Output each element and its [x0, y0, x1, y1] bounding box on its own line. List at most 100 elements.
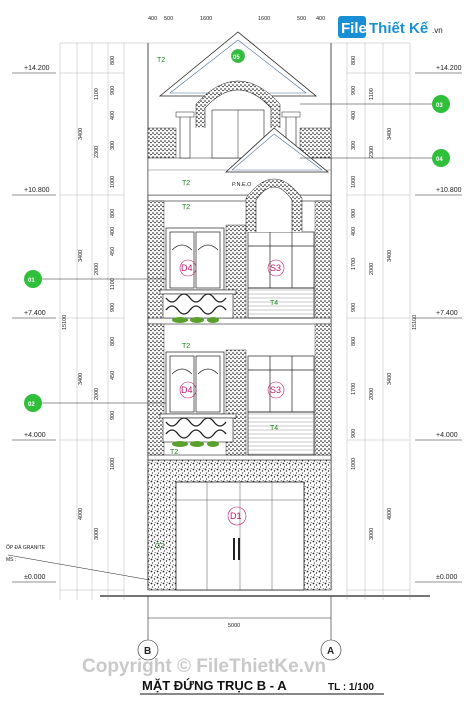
dim-left-outer-1: 3400 — [78, 128, 84, 140]
dim-left-inner-3: 2000 — [94, 263, 100, 275]
filethietke-logo: File Thiết Kế .vn — [338, 16, 443, 38]
dim-c3-3: 400 — [110, 111, 116, 120]
callout-bubbles: 01 02 03 04 05 — [24, 50, 450, 412]
dim-r1-3: 400 — [351, 111, 357, 120]
dim-r1-10: 800 — [351, 337, 357, 346]
level-right-1: +14.200 — [436, 65, 462, 72]
tag-t2-roof: T2 — [157, 57, 165, 64]
dim-left-inner-4: 2000 — [94, 388, 100, 400]
top-dimensions: 400 500 1600 1600 500 400 — [148, 16, 325, 22]
tag-t2-floor1: T2 — [170, 449, 178, 456]
level-labels: +14.200 +10.800 +7.400 +4.000 ±0.000 +14… — [24, 65, 462, 581]
dim-r1-2: 900 — [351, 86, 357, 95]
bubble-4: 04 — [436, 157, 443, 163]
level-right-2: +10.800 — [436, 187, 462, 194]
dim-r3-1: 3400 — [387, 128, 393, 140]
dim-left-total: 15100 — [62, 315, 68, 330]
dim-c3-2: 900 — [110, 86, 116, 95]
dim-c3-14: 1000 — [110, 458, 116, 470]
window-d4-floor2 — [165, 351, 225, 415]
note-granite: ỐP ĐÁ GRANITE — [6, 544, 46, 551]
dim-c3-9: 1100 — [110, 278, 116, 290]
bubble-3: 03 — [436, 103, 443, 109]
dim-top-5: 500 — [297, 16, 306, 22]
dim-left-outer-4: 4000 — [78, 508, 84, 520]
dim-r2-3: 2000 — [369, 263, 375, 275]
right-col1-dims: 800 900 400 300 1000 900 400 1700 900 80… — [351, 56, 357, 470]
garage-door — [175, 481, 305, 591]
dim-r3-4: 4000 — [387, 508, 393, 520]
axis-left-label: B — [144, 646, 151, 657]
dim-top-6: 400 — [316, 16, 325, 22]
axis-right-label: A — [327, 646, 334, 657]
dim-c3-11: 800 — [110, 337, 116, 346]
label-d4-floor3: D4 — [181, 263, 193, 273]
bubble-2: 02 — [28, 402, 35, 408]
dim-r2-1: 1100 — [369, 88, 375, 100]
balcony-floor3 — [159, 289, 237, 323]
dim-top-1: 400 — [148, 16, 157, 22]
tag-t2-floor2: T2 — [182, 343, 190, 350]
grid-lines — [59, 42, 411, 600]
dim-r1-1: 800 — [351, 56, 357, 65]
dim-r1-5: 1000 — [351, 176, 357, 188]
sign-label: P.N.E.O — [232, 182, 252, 188]
dim-r1-12: 900 — [351, 429, 357, 438]
level-markers — [12, 72, 462, 583]
dim-r2-2: 2300 — [369, 146, 375, 158]
tag-t2-floor4: T2 — [182, 180, 190, 187]
room-tags: T2 T2 T2 T2 T2 T4 T4 G2 P.N.E.O — [155, 57, 278, 550]
dim-c3-4: 300 — [110, 141, 116, 150]
level-right-5: ±0.000 — [436, 574, 457, 581]
left-col3-dims: 800 900 400 300 1000 800 400 450 1100 90… — [110, 56, 116, 470]
note-ms: MS : — [6, 557, 16, 563]
copyright-watermark: Copyright © FileThietKe.vn — [82, 656, 326, 677]
label-s3-floor2: S3 — [270, 385, 281, 395]
dim-left-inner-2: 2300 — [94, 146, 100, 158]
dim-r2-5: 3000 — [369, 528, 375, 540]
tag-g2: G2 — [155, 543, 164, 550]
dim-top-4: 1600 — [258, 16, 270, 22]
window-s3-floor3 — [247, 231, 315, 319]
dim-left-inner-5: 3000 — [94, 528, 100, 540]
dim-r1-13: 1000 — [351, 458, 357, 470]
drawing-title: MẶT ĐỨNG TRỤC B - A — [142, 678, 287, 693]
dim-c3-1: 800 — [110, 56, 116, 65]
dim-r3-3: 3400 — [387, 373, 393, 385]
level-right-3: +7.400 — [436, 310, 458, 317]
right-outer-dims: 3400 3400 3400 4000 15100 — [387, 128, 418, 520]
dim-r1-8: 1700 — [351, 258, 357, 270]
right-col2-dims: 1100 2300 2000 2000 3000 — [369, 88, 375, 540]
tag-t2-floor3: T2 — [182, 204, 190, 211]
axis-markers — [137, 596, 342, 661]
dim-r1-4: 300 — [351, 141, 357, 150]
dim-r3-2: 3400 — [387, 250, 393, 262]
dim-c3-7: 400 — [110, 227, 116, 236]
bubble-1: 01 — [28, 278, 35, 284]
dim-c3-5: 1000 — [110, 176, 116, 188]
dim-r1-9: 900 — [351, 303, 357, 312]
callout-leaders — [7, 103, 434, 581]
window-s3-floor2 — [247, 355, 315, 456]
left-outer-dims: 3400 3400 3400 4000 15100 — [62, 128, 84, 520]
level-left-1: +14.200 — [24, 65, 50, 72]
left-inner-dims: 1100 2300 2000 2000 3000 — [94, 88, 100, 540]
floor-2-3-walls — [147, 200, 332, 456]
dim-c3-10: 900 — [110, 303, 116, 312]
logo-tld: .vn — [432, 26, 443, 35]
level-left-2: +10.800 — [24, 187, 50, 194]
drawing-scale: TL : 1/100 — [328, 682, 374, 693]
dim-c3-8: 450 — [110, 247, 116, 256]
dim-c3-13: 900 — [110, 411, 116, 420]
dim-top-3: 1600 — [200, 16, 212, 22]
window-labels: D4 D4 S3 S3 D1 — [179, 259, 285, 526]
dim-c3-12: 450 — [110, 371, 116, 380]
level-right-4: +4.000 — [436, 432, 458, 439]
dim-top-2: 500 — [164, 16, 173, 22]
lower-gable — [224, 127, 330, 232]
level-left-4: +4.000 — [24, 432, 46, 439]
logo-rest: Thiết Kế — [369, 20, 429, 37]
